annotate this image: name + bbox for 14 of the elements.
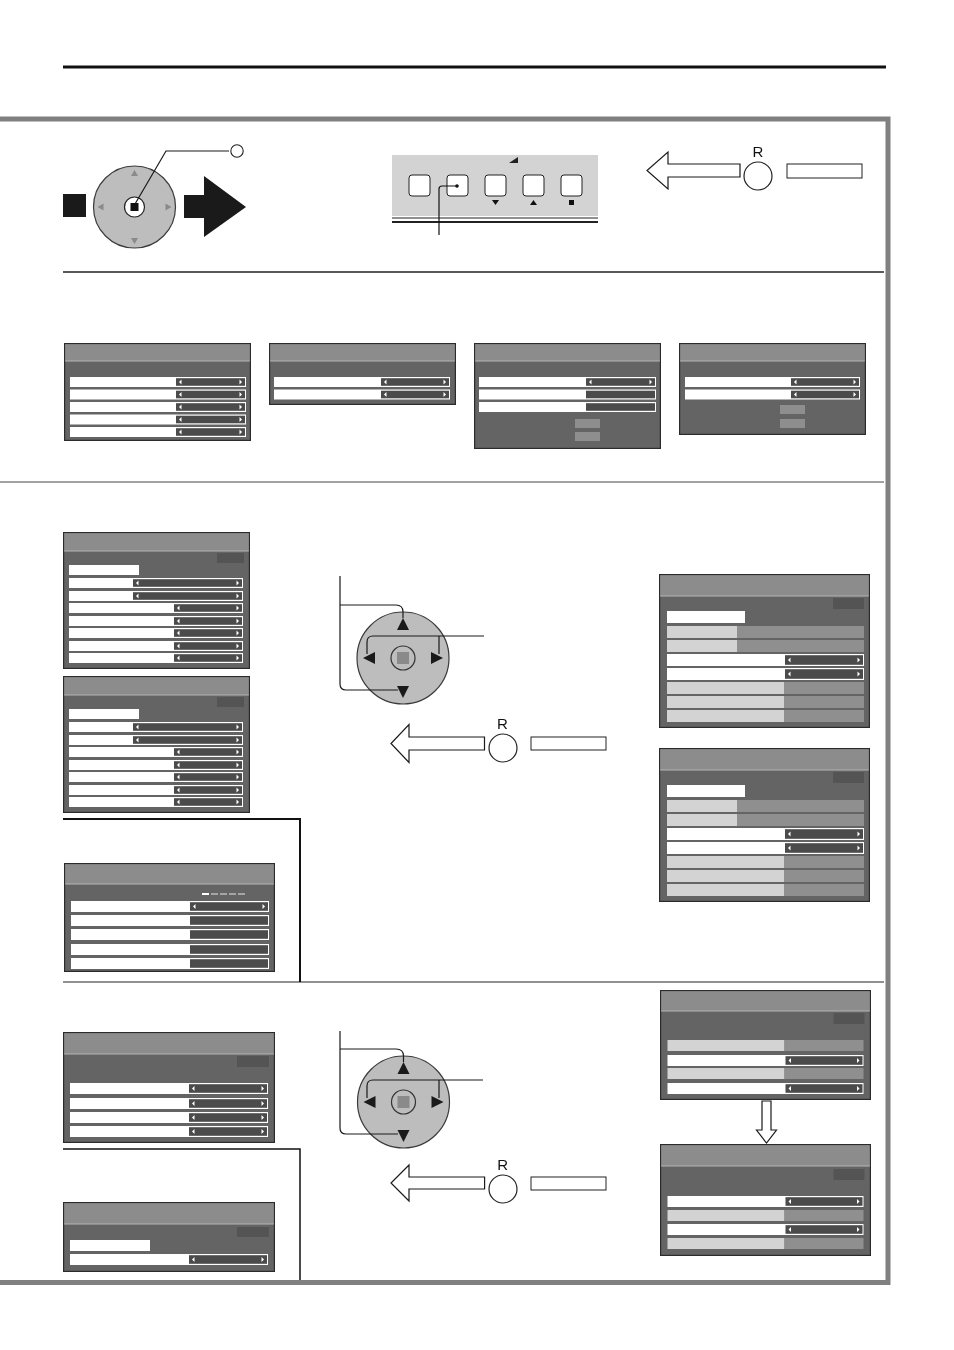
callout-circle xyxy=(230,144,244,158)
remote-key xyxy=(485,1157,520,1204)
menu-screen-drawing xyxy=(659,1144,871,1256)
hollow-arrow xyxy=(755,1100,778,1144)
leader-line xyxy=(134,150,230,205)
remote-key xyxy=(741,144,775,191)
remote-key xyxy=(485,716,520,763)
key-letter: R xyxy=(496,716,509,731)
hollow-arrow xyxy=(390,1163,486,1203)
key-letter: R xyxy=(751,144,765,159)
menu-screen-drawing xyxy=(659,990,871,1100)
hollow-arrow xyxy=(646,150,741,191)
key-letter: R xyxy=(496,1157,509,1172)
hollow-arrow xyxy=(390,723,486,764)
